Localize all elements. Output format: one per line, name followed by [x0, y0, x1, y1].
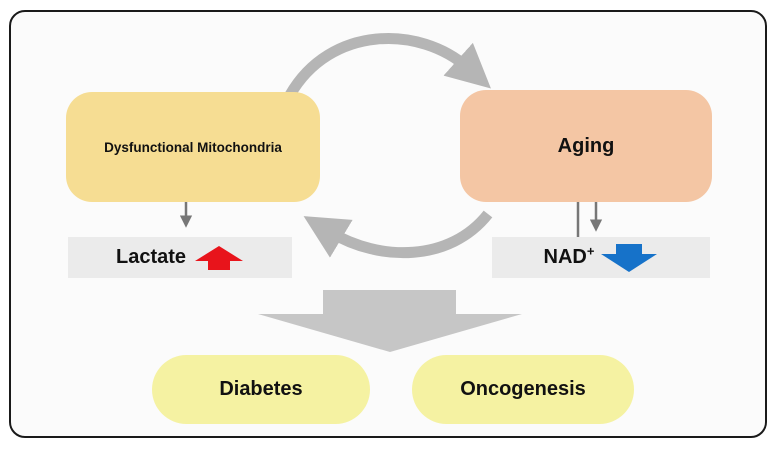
- cycle-arrow-top: [285, 33, 491, 98]
- cycle-arrow-bottom: [303, 210, 493, 259]
- lactate-label: Lactate: [115, 246, 187, 268]
- nad-label: NAD+: [543, 243, 595, 268]
- red-up-arrow-icon: [195, 245, 244, 270]
- outcome-arrow: [258, 290, 522, 352]
- oncogenesis-outcome: Oncogenesis: [412, 355, 634, 424]
- diabetes-label: Diabetes: [219, 378, 303, 400]
- diabetes-outcome: Diabetes: [152, 355, 370, 424]
- dysfunctional-mitochondria-box: Dysfunctional Mitochondria: [66, 92, 320, 202]
- diagram-frame: [9, 10, 767, 438]
- lactate-indicator: Lactate: [68, 237, 292, 278]
- aging-label: Aging: [557, 134, 615, 157]
- nad-indicator: NAD+: [492, 237, 710, 278]
- mitochondria-label: Dysfunctional Mitochondria: [104, 139, 282, 155]
- blue-down-arrow-icon: [601, 243, 658, 272]
- oncogenesis-label: Oncogenesis: [460, 378, 586, 400]
- aging-box: Aging: [460, 90, 712, 202]
